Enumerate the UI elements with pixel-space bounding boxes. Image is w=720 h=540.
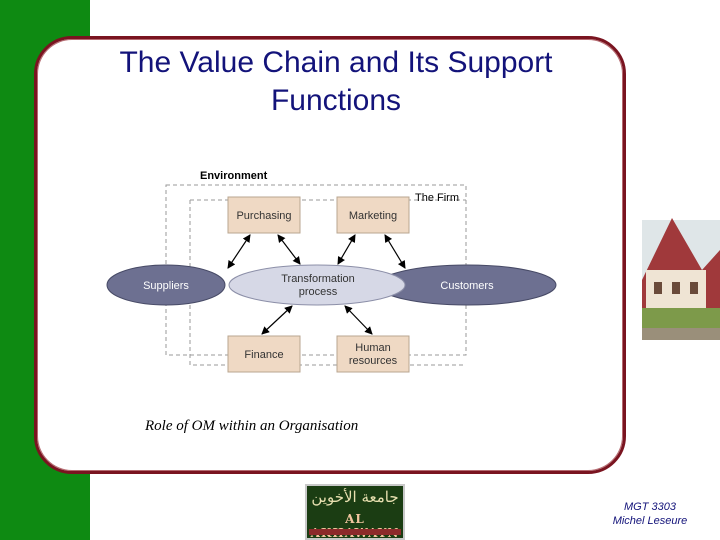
finance-box [227,335,301,373]
human-resources-label-line1: Human [355,342,390,354]
arrow-purchasing-transformation [277,234,301,265]
customers-label: Customers [440,280,494,292]
university-logo: جامعة الأخوين AL AKHAWAYN [305,484,405,540]
campus-photo [632,210,720,350]
diagram-caption: Role of OM within an Organisation [145,418,359,434]
arrow-human-resources-transformation [344,305,373,335]
content-frame [34,36,626,474]
marketing-label: Marketing [349,210,397,222]
logo-latin-text: AL AKHAWAYN [311,512,399,538]
slide-title: The Value Chain and Its Support Function… [119,46,553,117]
transformation-label-line1: Transformation [281,273,355,285]
arrow-marketing-customers [384,234,406,269]
transformation-label-line2: process [299,286,338,298]
purchasing-box [227,196,301,234]
suppliers-label: Suppliers [143,280,189,292]
environment-label: Environment [200,170,268,182]
logo-strip [309,529,401,535]
course-code: MGT 3303 [624,501,676,513]
logo-arabic-text: جامعة الأخوين [311,488,399,506]
marketing-box [336,196,410,234]
suppliers-ellipse [106,264,226,306]
author-name: Michel Leseure [612,515,688,527]
human-resources-box [336,335,410,373]
purchasing-label: Purchasing [236,210,291,222]
arrow-purchasing-suppliers [227,234,251,269]
firm-label: The Firm [415,192,459,204]
finance-label: Finance [244,349,283,361]
human-resources-label-line2: resources [349,355,398,367]
arrow-marketing-transformation [337,234,356,265]
transformation-ellipse [228,264,406,306]
slide-credit: MGT 3303 Michel Leseure [590,500,710,528]
arrow-finance-transformation [261,305,293,335]
